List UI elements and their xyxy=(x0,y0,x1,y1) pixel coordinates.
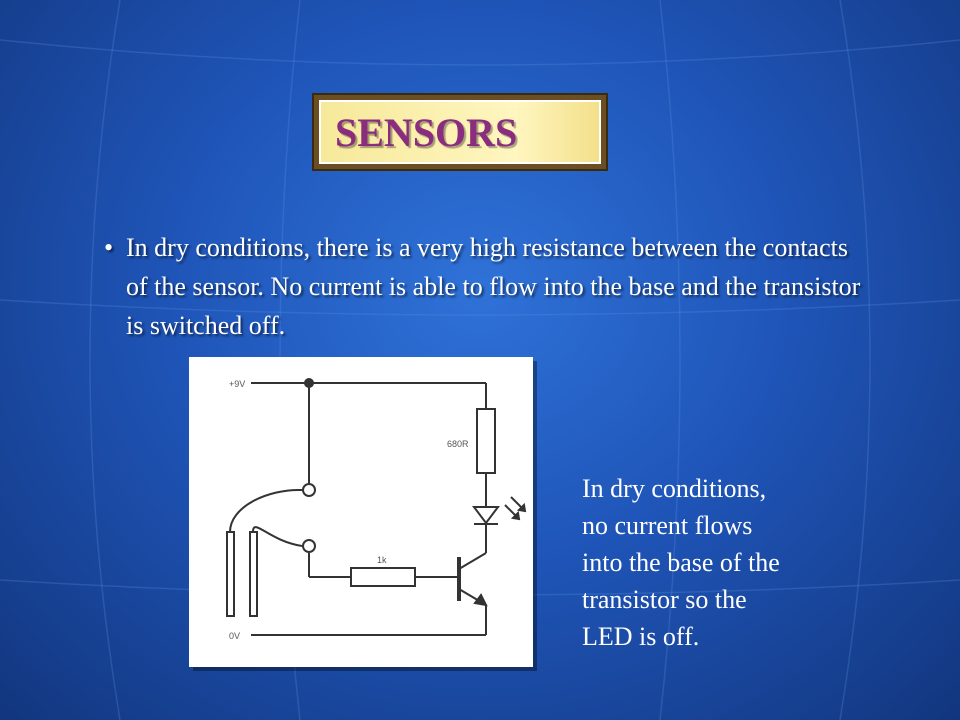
side-note-line: LED is off. xyxy=(582,622,700,651)
led-symbol xyxy=(472,506,500,525)
side-note-line: transistor so the xyxy=(582,585,747,614)
bullet-paragraph: • In dry conditions, there is a very hig… xyxy=(104,228,864,345)
collector-resistor xyxy=(476,408,496,474)
side-note-line: into the base of the xyxy=(582,548,780,577)
sensor-plate-left xyxy=(226,531,235,617)
bullet-text: In dry conditions, there is a very high … xyxy=(126,233,861,340)
collector-resistor-label: 680R xyxy=(447,439,469,449)
sensor-plate-right xyxy=(249,531,258,617)
base-resistor-label: 1k xyxy=(377,555,387,565)
circuit-diagram: +9V 0V 680R 1k xyxy=(189,357,533,667)
supply-label: +9V xyxy=(229,379,245,389)
circuit-svg: +9V 0V 680R 1k xyxy=(226,378,527,641)
title-box: SENSORS xyxy=(312,93,608,171)
lower-contact-terminal xyxy=(302,539,316,553)
title-inner: SENSORS xyxy=(319,100,601,164)
side-note-line: no current flows xyxy=(582,511,753,540)
upper-contact-terminal xyxy=(302,483,316,497)
slide-title: SENSORS xyxy=(335,109,518,155)
side-note: In dry conditions, no current flows into… xyxy=(582,470,862,655)
base-resistor xyxy=(350,567,416,587)
supply-junction-dot xyxy=(304,378,314,388)
ground-label: 0V xyxy=(229,631,240,641)
bullet-symbol: • xyxy=(104,233,114,262)
side-note-line: In dry conditions, xyxy=(582,474,767,503)
